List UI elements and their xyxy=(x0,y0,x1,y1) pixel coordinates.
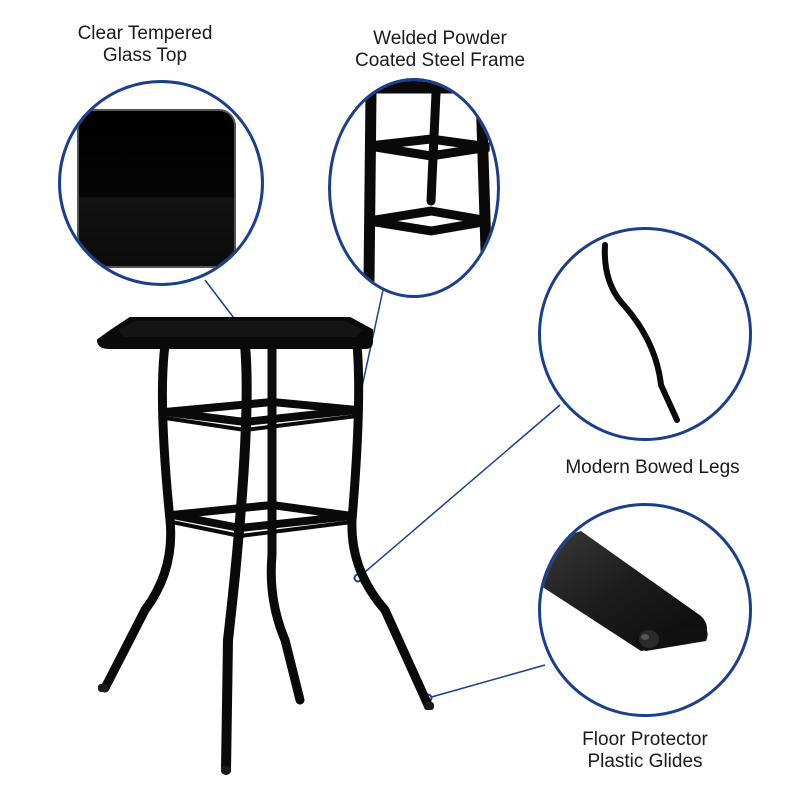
table-product xyxy=(97,317,433,775)
plastic-glide-detail xyxy=(541,531,708,651)
callout-bowed-legs xyxy=(538,227,752,441)
label-line: Coated Steel Frame xyxy=(354,50,526,71)
callout-glass-top xyxy=(58,80,264,286)
label-glass-top: Clear Tempered Glass Top xyxy=(60,23,230,67)
callout-plastic-glides xyxy=(538,503,752,717)
callout-steel-frame xyxy=(328,78,500,298)
glass-top-detail xyxy=(77,109,236,268)
bowed-leg-detail xyxy=(601,242,680,423)
label-line: Modern Bowed Legs xyxy=(565,457,740,478)
label-plastic-glides: Floor Protector Plastic Glides xyxy=(560,729,730,773)
label-line: Plastic Glides xyxy=(587,751,703,772)
table-glides xyxy=(98,684,434,774)
label-line: Clear Tempered xyxy=(77,23,213,44)
label-line: Welded Powder xyxy=(373,28,507,49)
label-steel-frame: Welded Powder Coated Steel Frame xyxy=(325,28,555,72)
label-line: Glass Top xyxy=(102,45,188,66)
label-line: Floor Protector xyxy=(582,729,708,750)
steel-frame-detail xyxy=(358,81,493,287)
label-bowed-legs: Modern Bowed Legs xyxy=(535,457,770,479)
